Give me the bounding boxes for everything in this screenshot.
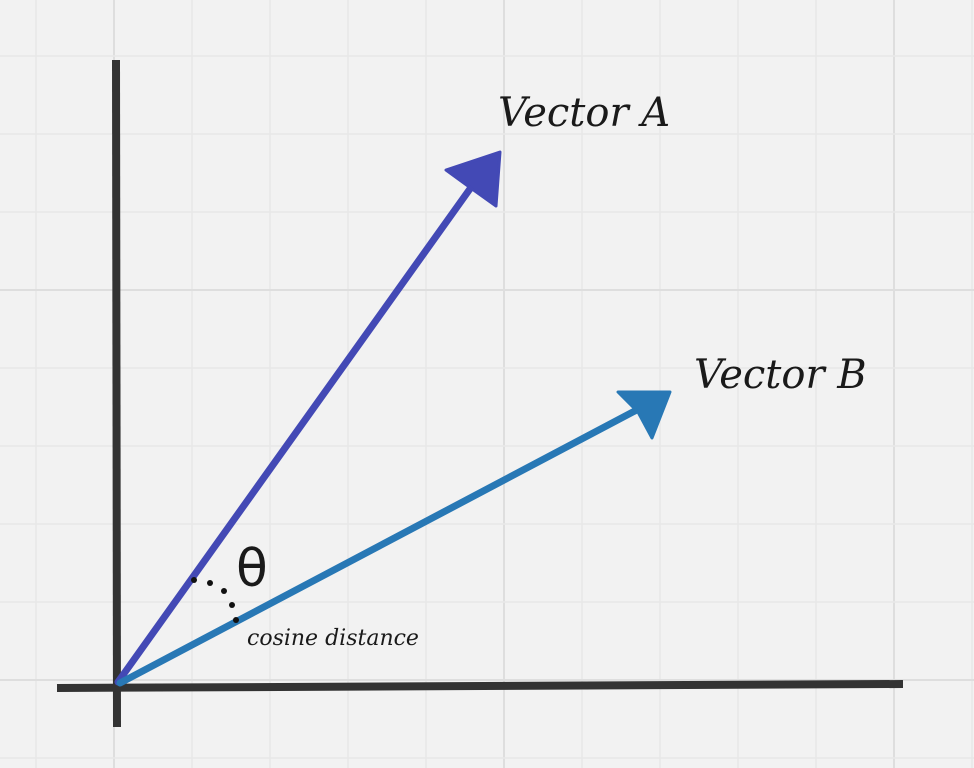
vector-a-shaft — [114, 168, 486, 686]
cosine-distance-caption: cosine distance — [247, 626, 419, 651]
vector-a-arrowhead — [444, 150, 502, 208]
vector-b-arrowhead — [616, 390, 672, 440]
vector-b-label: Vector B — [694, 352, 867, 398]
vector-b-shaft — [116, 400, 652, 687]
angle-theta-label: θ — [236, 539, 268, 599]
vector-a-label: Vector A — [498, 90, 670, 136]
x-axis — [56, 680, 904, 692]
angle-dots — [191, 577, 239, 623]
y-axis — [112, 59, 121, 728]
vector-b — [116, 390, 672, 687]
vector-a — [114, 150, 502, 686]
